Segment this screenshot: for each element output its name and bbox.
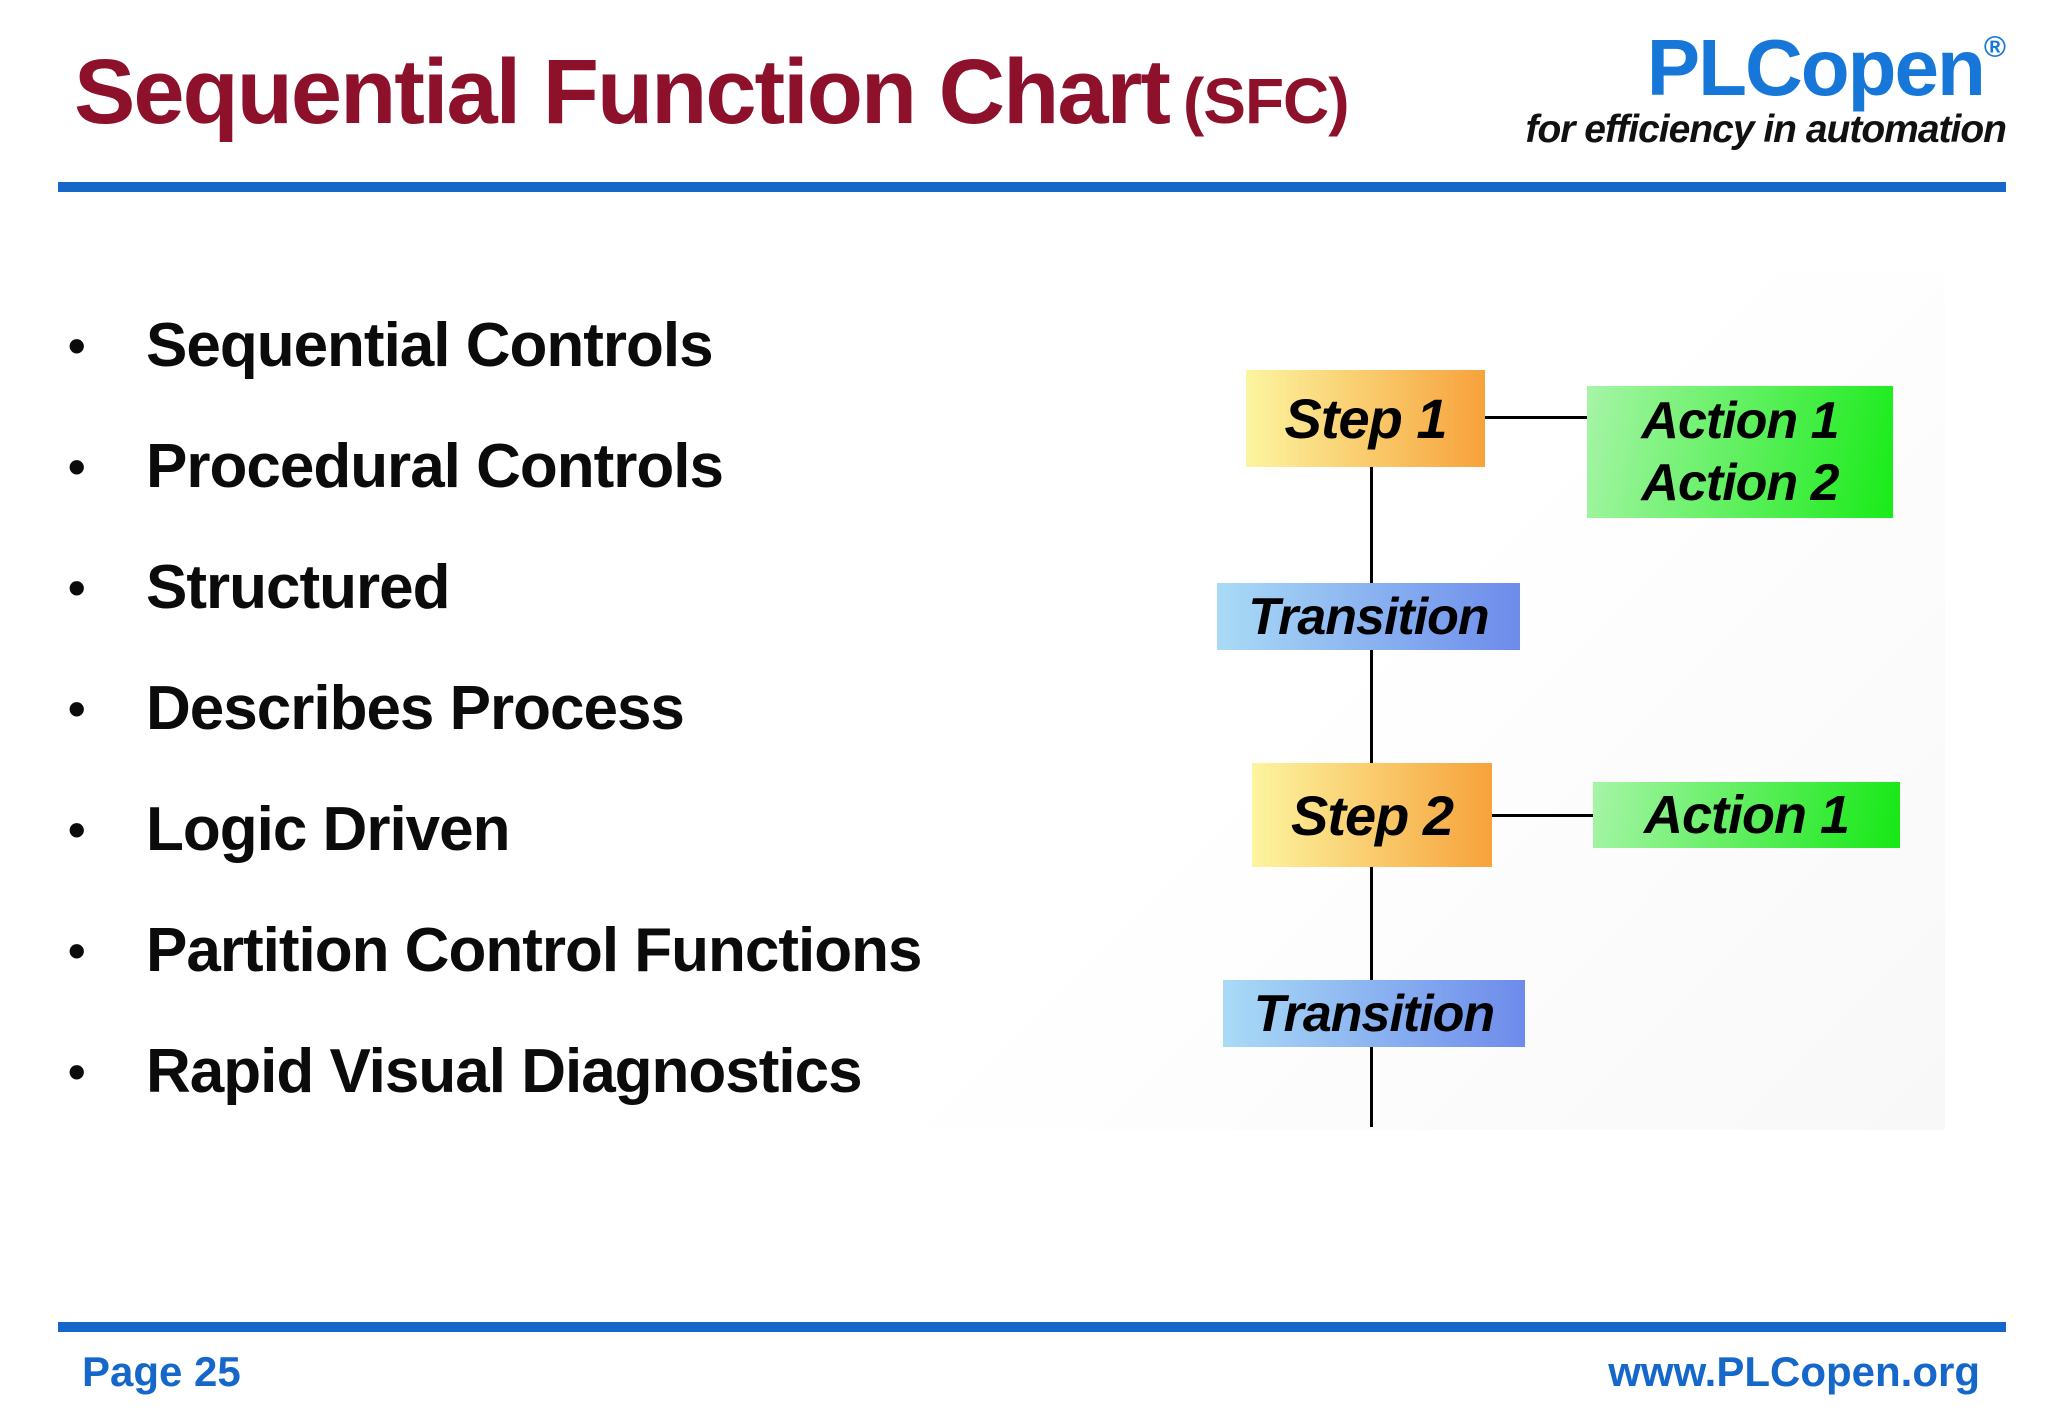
- bullet-text: Structured: [146, 553, 450, 622]
- page-number: Page 25: [82, 1348, 241, 1395]
- logo-wordmark: PLCopen: [1646, 23, 1986, 112]
- sfc-step1-box: Step 1: [1246, 370, 1485, 467]
- bullet-item: Sequential Controls: [68, 285, 922, 406]
- page-title-main: Sequential Function Chart: [74, 41, 1171, 143]
- plcopen-logo: PLCopen® for efficiency in automation: [1525, 28, 2007, 152]
- bullet-text: Procedural Controls: [146, 432, 724, 501]
- registered-trademark-icon: ®: [1983, 31, 2006, 64]
- sfc-transition2-box: Transition: [1223, 980, 1525, 1047]
- bullet-text: Partition Control Functions: [146, 916, 922, 985]
- bullet-list: Sequential Controls Procedural Controls …: [68, 285, 922, 1132]
- bullet-item: Describes Process: [68, 648, 922, 769]
- sfc-step1-action-connector: [1485, 416, 1589, 419]
- bullet-item: Partition Control Functions: [68, 890, 922, 1011]
- sfc-step1-label: Step 1: [1284, 387, 1447, 450]
- sfc-action-line: Action 1: [1641, 392, 1839, 450]
- bullet-text: Rapid Visual Diagnostics: [146, 1037, 863, 1106]
- page-title: Sequential Function Chart(SFC): [74, 41, 1350, 143]
- sfc-transition1-box: Transition: [1217, 583, 1520, 650]
- logo-tagline: for efficiency in automation: [1525, 108, 2007, 151]
- bullet-text: Sequential Controls: [146, 311, 714, 380]
- sfc-action-label: Action 1: [1643, 785, 1850, 845]
- bullet-item: Rapid Visual Diagnostics: [68, 1011, 922, 1132]
- footer-divider: [58, 1322, 2006, 1332]
- website-link: www.PLCopen.org: [1608, 1348, 1980, 1395]
- bullet-text: Describes Process: [146, 674, 685, 743]
- sfc-transition1-label: Transition: [1248, 587, 1489, 646]
- page-title-suffix: (SFC): [1182, 65, 1350, 137]
- sfc-step2-label: Step 2: [1290, 783, 1454, 847]
- sfc-action-block-1: Action 1 Action 2: [1587, 386, 1893, 518]
- sfc-action-block-2: Action 1: [1593, 782, 1900, 848]
- bullet-item: Logic Driven: [68, 769, 922, 890]
- sfc-transition2-label: Transition: [1253, 984, 1495, 1043]
- sfc-action-line: Action 2: [1641, 454, 1839, 512]
- bullet-item: Structured: [68, 527, 922, 648]
- bullet-item: Procedural Controls: [68, 406, 922, 527]
- header-divider: [58, 182, 2006, 192]
- sfc-step2-action-connector: [1492, 814, 1595, 817]
- bullet-text: Logic Driven: [146, 795, 511, 864]
- sfc-step2-box: Step 2: [1252, 763, 1492, 867]
